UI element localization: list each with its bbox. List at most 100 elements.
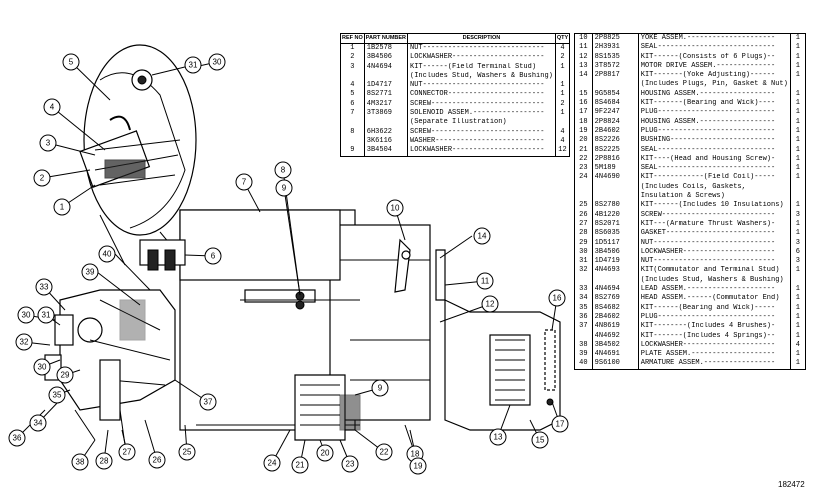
callout-circle [15, 333, 33, 351]
callout-circle [35, 278, 53, 296]
callout-circle [81, 263, 99, 281]
ref-cell: 37 [574, 322, 593, 332]
description-cell: NUT----------------------------- [407, 43, 556, 54]
callout-circle [178, 443, 196, 461]
callout-circle [62, 53, 80, 71]
header-ref: REF NO [340, 33, 365, 44]
ref-cell: 2 [340, 53, 365, 63]
description-cell: NUT----------------------------- [638, 257, 791, 267]
part-number-cell: 9G5854 [592, 89, 639, 100]
part-number-cell: 4M3217 [364, 99, 409, 110]
part-number-cell: 4N4690 [592, 173, 639, 183]
description-cell: WASHER-------------------------- [407, 136, 556, 147]
callout-circle [43, 98, 61, 116]
callout-31: 31 [184, 56, 202, 74]
qty-cell: 1 [795, 154, 800, 163]
description-cell: SCREW--------------------------- [407, 99, 556, 110]
callout-12: 12 [481, 295, 499, 313]
callout-circle [71, 453, 89, 471]
description-cell: LOCKWASHER---------------------- [638, 340, 791, 351]
qty-cell: 1 [560, 62, 565, 71]
callout-label: 23 [346, 460, 355, 469]
part-number-cell: 8S2771 [364, 90, 409, 100]
callout-label: 34 [34, 419, 43, 428]
callout-circle [531, 431, 549, 449]
qty-cell: 1 [795, 71, 800, 80]
part-number-cell: 8S2769 [592, 294, 639, 304]
part-number-cell: 8S6035 [592, 229, 639, 239]
yoke-lever [394, 238, 411, 293]
description-cell: KIT----(Head and Housing Screw)- [638, 154, 791, 165]
callout-label: 29 [61, 371, 70, 380]
ref-cell: 36 [574, 312, 593, 323]
part-number-cell: 1D4717 [364, 81, 409, 91]
qty-cell: 1 [795, 43, 800, 52]
callout-8: 8 [274, 161, 292, 179]
description-cell: LOCKWASHER---------------------- [638, 247, 791, 258]
qty-cell: 1 [795, 173, 800, 182]
callout-3: 3 [39, 134, 57, 152]
callout-9: 9 [371, 379, 389, 397]
part-number-cell: 2H3931 [592, 43, 639, 53]
callout-36: 36 [8, 429, 26, 447]
qty-cell: 1 [795, 89, 800, 98]
description-cell: KIT------(Bearing and Wick)----- [638, 303, 791, 313]
callout-label: 22 [380, 448, 389, 457]
callout-1: 1 [53, 198, 71, 216]
callout-23: 23 [341, 455, 359, 473]
table-row: (Includes Plugs, Pin, Gasket & Nut) [574, 80, 806, 90]
callout-6: 6 [204, 247, 222, 265]
qty-cell: 3 [795, 257, 800, 266]
callout-label: 4 [50, 103, 55, 112]
drive-housing [435, 249, 561, 431]
qty-cell: 1 [795, 164, 800, 173]
qty-cell: 1 [795, 145, 800, 154]
description-cell: KIT-------(Includes 4 Springs)-- [638, 331, 791, 341]
callout-label: 7 [242, 178, 247, 187]
callout-label: 40 [103, 250, 112, 259]
part-number-cell: 4N8619 [592, 322, 639, 332]
callout-label: 13 [494, 433, 503, 442]
ref-cell: 20 [574, 136, 593, 146]
part-number-cell: 3K6116 [364, 136, 409, 147]
callout-circle [235, 173, 253, 191]
description-cell: KIT-------(Yoke Adjusting)------ [638, 71, 791, 81]
callout-label: 38 [76, 458, 85, 467]
callout-38: 38 [71, 453, 89, 471]
callout-label: 5 [69, 58, 74, 67]
callout-33: 33 [35, 278, 53, 296]
part-number-cell: 4B1220 [592, 210, 639, 220]
ref-cell: 1 [340, 43, 365, 54]
callout-label: 1 [60, 203, 65, 212]
ref-cell: 15 [574, 89, 593, 100]
part-number-cell: 3B4504 [364, 146, 409, 157]
qty-cell: 1 [795, 126, 800, 135]
callout-label: 33 [40, 283, 49, 292]
callout-label: 25 [183, 448, 192, 457]
callout-label: 3 [46, 139, 51, 148]
description-cell: PLUG---------------------------- [638, 108, 791, 118]
callout-circle [274, 161, 292, 179]
callout-label: 31 [189, 61, 198, 70]
callout-label: 14 [478, 232, 487, 241]
description-cell: KIT-------(Bearing and Wick)---- [638, 99, 791, 109]
qty-cell [790, 276, 805, 285]
ref-cell: 38 [574, 340, 593, 351]
callout-circle [204, 247, 222, 265]
table-row: (Includes Stud, Washers & Bushing) [340, 71, 570, 82]
callout-circle [473, 227, 491, 245]
